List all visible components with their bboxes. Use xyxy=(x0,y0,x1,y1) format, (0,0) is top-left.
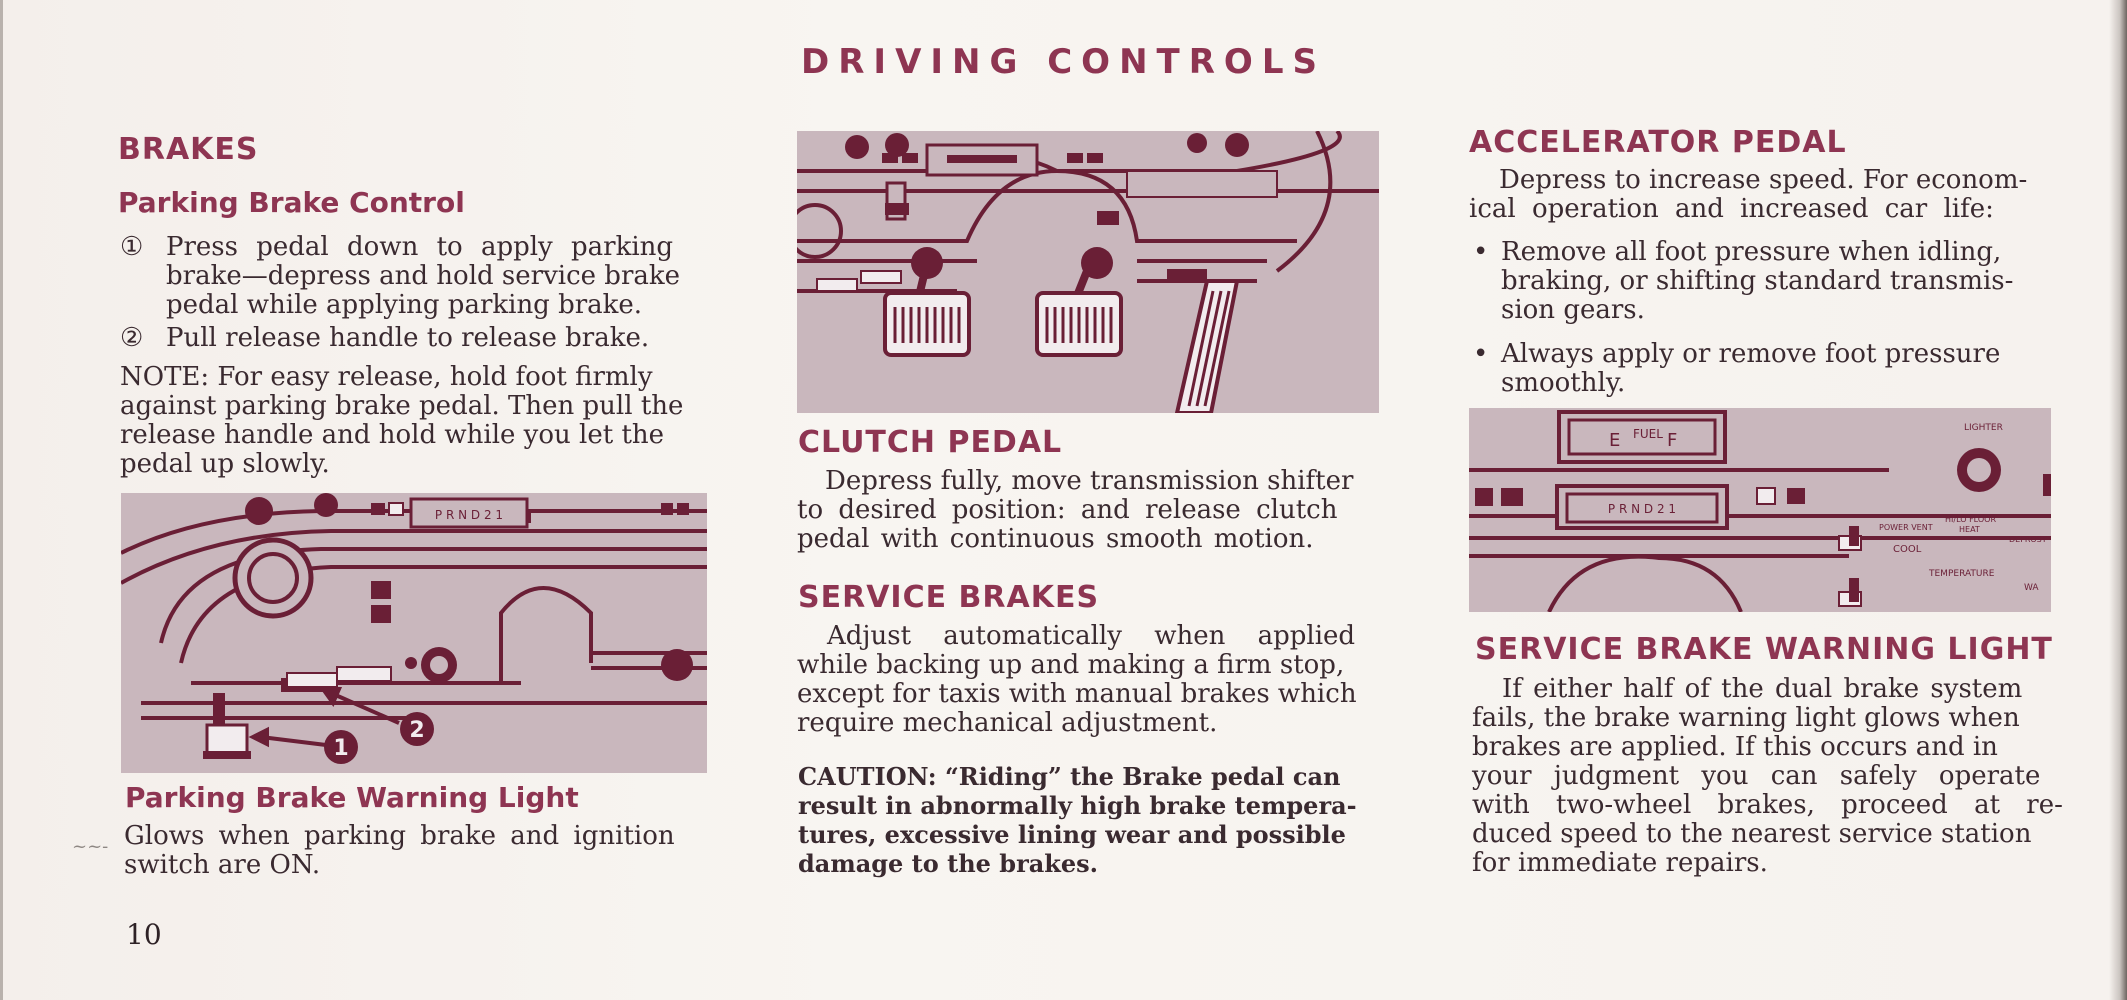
clutch-pedal-text: Depress fully, move transmission shifter… xyxy=(797,467,1383,554)
instrument-panel-drawing: E FUEL F P R N D 2 1 LIGHTER COOL TEMPER… xyxy=(1469,410,2051,612)
accel-line: ical operation and increased car life: xyxy=(1469,194,1994,224)
bullet-line: Remove all foot pressure when idling, xyxy=(1501,237,2002,267)
lighter-label: LIGHTER xyxy=(1964,423,2003,433)
warning-light-line: brakes are applied. If this occurs and i… xyxy=(1472,732,1998,762)
fuel-full-label: F xyxy=(1667,430,1677,451)
step-1-line: brake—depress and hold service brake xyxy=(166,261,681,291)
note-line: against parking brake pedal. Then pull t… xyxy=(120,391,684,421)
accel-line: Depress to increase speed. For econom- xyxy=(1499,165,2028,195)
power-vent-label: POWER VENT xyxy=(1879,523,1933,532)
callout-1: 1 xyxy=(333,736,348,761)
service-brake-warning-text: If either half of the dual brake system … xyxy=(1472,674,2063,878)
cool-label: COOL xyxy=(1893,544,1922,555)
callout-2: 2 xyxy=(409,718,424,743)
accelerator-bullets: • Remove all foot pressure when idling, … xyxy=(1469,238,2069,398)
clutch-line: pedal with continuous smooth motion. xyxy=(797,524,1314,554)
step-2: ② Pull release handle to release brake. xyxy=(120,324,706,353)
bullet-line: smoothly. xyxy=(1501,368,1626,398)
page-header: DRIVING CONTROLS xyxy=(801,42,1326,82)
warning-line: Glows when parking brake and ignition xyxy=(124,821,675,851)
temperature-label: TEMPERATURE xyxy=(1928,569,1995,579)
heat-label: HEAT xyxy=(1959,525,1980,534)
step-1: ① Press pedal down to apply parking brak… xyxy=(120,233,706,320)
bullet-line: braking, or shifting standard transmis- xyxy=(1501,266,2014,296)
page-right-edge xyxy=(2109,0,2127,1000)
service-brakes-text: Adjust automatically when applied while … xyxy=(797,622,1387,738)
note-line: NOTE: For easy release, hold foot firmly xyxy=(120,362,653,392)
accelerator-text: Depress to increase speed. For econom- i… xyxy=(1469,166,2059,224)
caution-line: result in abnormally high brake tempera- xyxy=(798,791,1357,820)
hi-lo-floor-label: HI/LO FLOOR xyxy=(1945,515,1996,524)
bullet-item: • Remove all foot pressure when idling, … xyxy=(1469,238,2069,325)
service-line: Adjust automatically when applied xyxy=(827,621,1356,651)
clutch-pedal-drawing xyxy=(797,131,1379,413)
fuel-label: FUEL xyxy=(1633,427,1663,441)
step-1-line: pedal while applying parking brake. xyxy=(166,290,643,320)
caution-text: CAUTION: “Riding” the Brake pedal can re… xyxy=(798,762,1388,878)
section-title-service-brakes: SERVICE BRAKES xyxy=(798,580,1100,615)
service-line: while backing up and making a firm stop, xyxy=(797,650,1345,680)
page-number: 10 xyxy=(126,918,162,951)
bullet-marker: • xyxy=(1473,339,1489,369)
warning-light-line: your judgment you can safely operate xyxy=(1472,761,2041,791)
defrost-label: DEFROST xyxy=(2009,535,2047,544)
bullet-marker: • xyxy=(1473,237,1489,267)
wa-label: WA xyxy=(2024,583,2039,593)
fuel-empty-label: E xyxy=(1609,430,1620,451)
bullet-line: Always apply or remove foot pressure xyxy=(1501,339,2001,369)
gear-readout-right: P R N D 2 1 xyxy=(1608,502,1676,516)
parking-brake-warning-text: Glows when parking brake and ignition sw… xyxy=(124,822,714,880)
margin-mark: ~~- xyxy=(72,836,109,857)
parking-brake-warning-title: Parking Brake Warning Light xyxy=(125,781,579,814)
step-1-marker: ① xyxy=(120,232,144,262)
warning-light-line: for immediate repairs. xyxy=(1472,848,1768,878)
gear-readout: P R N D 2 1 xyxy=(435,508,503,522)
bullet-item: • Always apply or remove foot pressure s… xyxy=(1469,340,2069,398)
section-title-brakes: BRAKES xyxy=(118,132,259,167)
instrument-panel-illustration: E FUEL F P R N D 2 1 LIGHTER COOL TEMPER… xyxy=(1469,408,2051,612)
warning-light-line: If either half of the dual brake system xyxy=(1502,674,2023,704)
warning-line: switch are ON. xyxy=(124,850,321,880)
caution-line: tures, excessive lining wear and possibl… xyxy=(798,820,1346,849)
caution-line: CAUTION: “Riding” the Brake pedal can xyxy=(798,762,1341,791)
subsection-title-parking-brake-control: Parking Brake Control xyxy=(118,186,465,219)
warning-light-line: duced speed to the nearest service stati… xyxy=(1472,819,2032,849)
section-title-service-brake-warning-light: SERVICE BRAKE WARNING LIGHT xyxy=(1475,632,2053,667)
parking-brake-drawing: P R N D 2 1 1 2 xyxy=(121,493,707,764)
release-note: NOTE: For easy release, hold foot firmly… xyxy=(120,363,706,479)
note-line: pedal up slowly. xyxy=(120,449,330,479)
warning-light-line: with two-wheel brakes, proceed at re- xyxy=(1472,790,2063,820)
step-2-line: Pull release handle to release brake. xyxy=(166,323,650,353)
caution-line: damage to the brakes. xyxy=(798,849,1099,878)
clutch-line: Depress fully, move transmission shifter xyxy=(825,466,1354,496)
page-left-edge xyxy=(0,0,3,1000)
parking-brake-steps: ① Press pedal down to apply parking brak… xyxy=(120,233,706,479)
clutch-pedal-illustration xyxy=(797,131,1379,413)
note-line: release handle and hold while you let th… xyxy=(120,420,665,450)
section-title-accelerator-pedal: ACCELERATOR PEDAL xyxy=(1469,125,1847,160)
service-line: except for taxis with manual brakes whic… xyxy=(797,679,1357,709)
parking-brake-illustration: P R N D 2 1 1 2 xyxy=(121,493,707,773)
step-1-line: Press pedal down to apply parking xyxy=(166,232,674,262)
section-title-clutch-pedal: CLUTCH PEDAL xyxy=(798,425,1063,460)
service-line: require mechanical adjustment. xyxy=(797,708,1218,738)
warning-light-line: fails, the brake warning light glows whe… xyxy=(1472,703,2020,733)
step-2-marker: ② xyxy=(120,323,144,353)
bullet-line: sion gears. xyxy=(1501,295,1645,325)
clutch-line: to desired position: and release clutch xyxy=(797,495,1338,525)
